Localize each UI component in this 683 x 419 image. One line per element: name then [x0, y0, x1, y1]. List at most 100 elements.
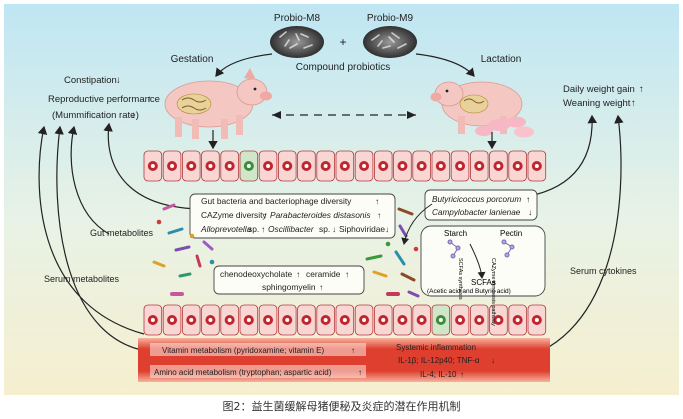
- gut-diversity-text: Gut bacteria and bacteriophage diversity: [201, 196, 352, 206]
- up-arrow-icon: ↑: [263, 210, 267, 220]
- up-arrow-icon: ↑: [319, 282, 323, 292]
- nucleus-center: [438, 318, 443, 322]
- gestation-sow-icon: [164, 68, 272, 139]
- nucleus-center: [227, 318, 232, 322]
- probio-m9-image: [363, 26, 417, 58]
- arrow-gut-metabolites: [67, 125, 110, 235]
- nucleus-center: [285, 164, 290, 168]
- nucleus-center: [477, 318, 482, 322]
- nucleus-center: [170, 164, 175, 168]
- serum-cytokines-label: Serum cytokines: [570, 266, 637, 276]
- scfa-pathway-label: SCFAs synthesis: [457, 258, 463, 300]
- nucleus-center: [362, 318, 367, 322]
- lactation-sow-icon: [430, 81, 534, 138]
- probio-m9-label: Probio-M9: [367, 13, 414, 24]
- up-arrow-icon: ↑: [460, 370, 464, 379]
- nucleus-center: [266, 164, 271, 168]
- arrow-to-lactation: [415, 53, 475, 77]
- butyricicoccus-box: [424, 189, 538, 221]
- lactation-label: Lactation: [481, 54, 522, 65]
- butyricicoccus-text: Butyricicoccus porcorum: [432, 195, 521, 204]
- campylobacter-text: Campylobacter lanienae: [432, 208, 521, 217]
- down-arrow-icon: ↓: [528, 208, 532, 217]
- nucleus-center: [362, 164, 367, 168]
- nucleus-center: [150, 164, 155, 168]
- compound-probiotics-label: Compound probiotics: [296, 62, 391, 73]
- probio-m8-label: Probio-M8: [274, 13, 321, 24]
- down-arrow-icon: ↓: [116, 75, 121, 86]
- arrow-amino-acid: [54, 125, 155, 353]
- nucleus-center: [400, 318, 405, 322]
- daily-gain-text: Daily weight gain: [563, 84, 635, 95]
- constipation-text: Constipation: [64, 75, 117, 86]
- sphingomyelin-text: sphingomyelin: [262, 282, 316, 292]
- dashed-arrowhead-right: [407, 111, 416, 119]
- nucleus-center: [515, 318, 520, 322]
- arrow-to-scfa: [469, 243, 486, 279]
- starch-molecule-icon: [447, 239, 461, 259]
- scfas-label: SCFAs: [471, 278, 496, 287]
- nucleus-center: [419, 318, 424, 322]
- starch-label: Starch: [444, 229, 467, 238]
- cazyme-pathway-label: CAZyme synthesis pathway: [490, 258, 496, 326]
- arrow-to-gestation: [215, 53, 273, 77]
- nucleus-center: [208, 164, 213, 168]
- nucleus-center: [342, 318, 347, 322]
- nucleus-center: [400, 164, 405, 168]
- gut-metabolite-box: [213, 265, 365, 295]
- down-arrow-icon: ↓: [491, 356, 495, 365]
- intestinal-epithelium-top: [143, 150, 547, 182]
- vitamin-text: Vitamin metabolism (pyridoxamine; vitami…: [162, 346, 324, 355]
- nucleus-center: [515, 164, 520, 168]
- down-arrow-icon: ↓: [332, 224, 336, 234]
- nucleus-center: [496, 164, 501, 168]
- reproductive-text: Reproductive performance: [48, 94, 160, 105]
- nucleus-center: [477, 164, 482, 168]
- nucleus-center: [227, 164, 232, 168]
- up-arrow-icon: ↑: [375, 196, 379, 206]
- oscillibacter-sp: sp.: [319, 224, 330, 234]
- mummification-text: (Mummification rate: [52, 110, 135, 121]
- scfa-detail-label: (Acetic acid and Butyric acid): [427, 288, 511, 295]
- nucleus-center: [381, 164, 386, 168]
- up-arrow-icon: ↑: [351, 346, 355, 355]
- nucleus-center: [534, 164, 539, 168]
- nucleus-center: [189, 164, 194, 168]
- up-arrow-icon: ↑: [526, 195, 530, 204]
- down-arrow-icon: ↓: [385, 224, 389, 234]
- arrow-serum-metabolites: [37, 125, 145, 335]
- nucleus-center: [381, 318, 386, 322]
- nucleus-center: [246, 318, 251, 322]
- up-arrow-icon: ↑: [377, 210, 381, 220]
- gut-bacteria-box: [189, 193, 396, 239]
- figure-caption: 图2：益生菌缓解母猪便秘及炎症的潜在作用机制: [222, 400, 461, 413]
- amino-highlight: [150, 365, 366, 378]
- up-arrow-icon: ↑: [492, 278, 496, 287]
- plus-sign: +: [339, 35, 346, 49]
- pectin-label: Pectin: [500, 229, 522, 238]
- nucleus-center: [246, 164, 251, 168]
- serum-metabolites-label: Serum metabolites: [44, 274, 120, 284]
- nucleus-center: [534, 318, 539, 322]
- nucleus-center: [323, 164, 328, 168]
- pectin-molecule-icon: [501, 239, 515, 258]
- parabacteroides-text: Parabacteroides distasonis: [270, 210, 371, 220]
- sow-effects: Constipation ↓ Reproductive performance …: [48, 75, 160, 121]
- mechanism-diagram: Probio-M8 Probio-M9 + Compound probiotic…: [4, 4, 679, 395]
- feedback-arrows: [37, 114, 624, 363]
- up-arrow-icon: ↑: [345, 269, 349, 279]
- nucleus-center: [458, 318, 463, 322]
- cazyme-text: CAZyme diversity: [201, 210, 267, 220]
- nucleus-center: [304, 164, 309, 168]
- up-arrow-icon: ↑: [261, 224, 265, 234]
- nucleus-center: [342, 164, 347, 168]
- down-arrow-icon: ↓): [131, 110, 139, 121]
- intestinal-epithelium-bottom: [143, 304, 547, 336]
- nucleus-center: [285, 318, 290, 322]
- nucleus-center: [150, 318, 155, 322]
- vitamin-highlight: [150, 343, 366, 356]
- nucleus-center: [458, 164, 463, 168]
- piglet-effects: Daily weight gain ↑ Weaning weight ↑: [563, 84, 644, 109]
- up-arrow-icon: ↑: [296, 269, 300, 279]
